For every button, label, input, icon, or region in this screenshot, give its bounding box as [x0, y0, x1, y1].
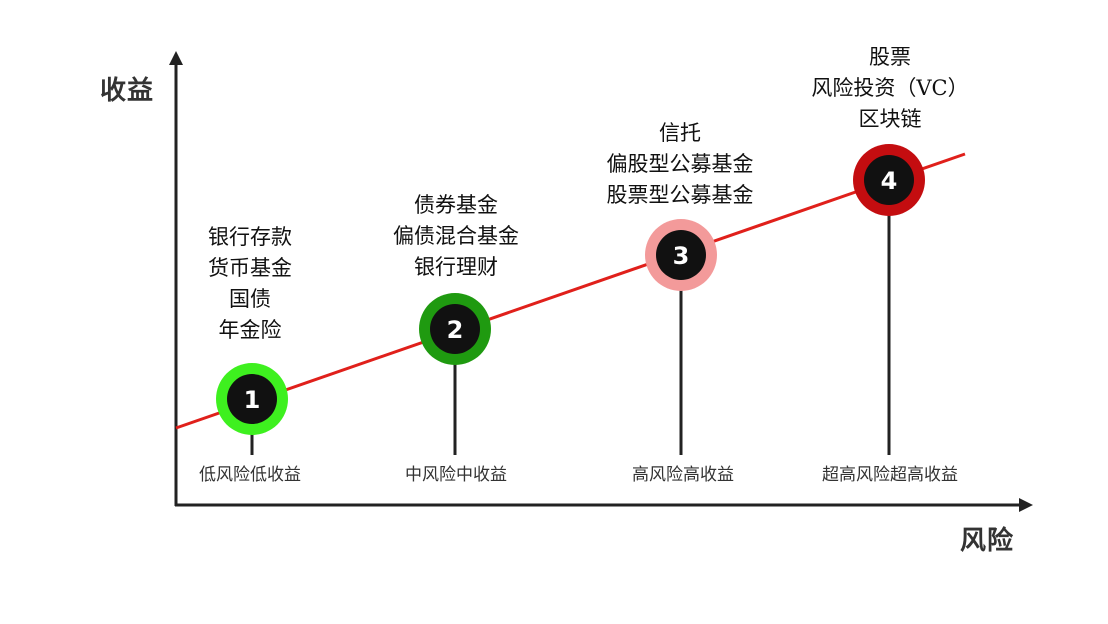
product-item: 股票型公募基金 [606, 183, 754, 207]
level-4-label: 超高风险超高收益 [822, 465, 958, 485]
level-2-number: 2 [447, 316, 464, 344]
level-3-products: 信托 偏股型公募基金 股票型公募基金 [580, 118, 780, 211]
product-item: 偏股型公募基金 [606, 152, 754, 176]
product-item: 区块链 [858, 107, 922, 131]
risk-return-trend-line [175, 152, 966, 430]
product-item: 国债 [229, 287, 271, 311]
product-item: 信托 [659, 121, 701, 145]
level-4-node: 4 [853, 144, 925, 455]
level-4-products: 股票 风险投资（VC） 区块链 [790, 42, 990, 135]
product-item: 风险投资（VC） [811, 76, 969, 100]
y-axis-label: 收益 [100, 76, 155, 106]
level-3-number: 3 [673, 242, 690, 270]
product-item: 债券基金 [414, 193, 498, 217]
product-item: 偏债混合基金 [393, 224, 519, 248]
product-item: 货币基金 [208, 256, 292, 280]
product-item: 银行理财 [414, 255, 498, 279]
level-2-label: 中风险中收益 [405, 465, 507, 485]
x-axis-label: 风险 [960, 526, 1015, 556]
level-2-core [430, 304, 480, 354]
level-3-core [656, 230, 706, 280]
level-2-products: 债券基金 偏债混合基金 银行理财 [366, 190, 546, 283]
level-4-core [864, 155, 914, 205]
product-item: 股票 [869, 45, 911, 69]
product-item: 银行存款 [208, 225, 292, 249]
level-1-core [227, 374, 277, 424]
level-3-label: 高风险高收益 [632, 465, 734, 485]
level-1-number: 1 [244, 386, 261, 414]
product-item: 年金险 [218, 318, 282, 342]
level-3-node: 3 [645, 219, 717, 455]
level-1-products: 银行存款 货币基金 国债 年金险 [175, 222, 325, 346]
level-2-node: 2 [419, 293, 491, 455]
level-4-number: 4 [881, 167, 898, 195]
level-1-node: 1 [216, 363, 288, 455]
level-1-label: 低风险低收益 [199, 465, 301, 485]
